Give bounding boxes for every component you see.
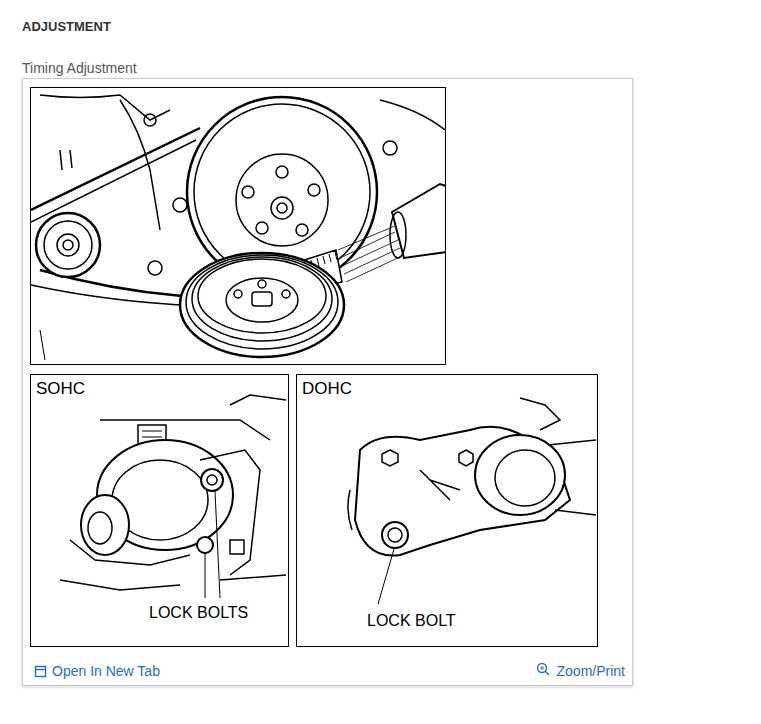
part-label: LOCK BOLTS [149,603,248,622]
panel-frame [31,88,446,365]
cam-housing-illustration [348,398,596,604]
section-heading: ADJUSTMENT [22,19,111,35]
dohc-panel: DOHC LOCK BOLT [296,374,598,647]
link-text: Open In New Tab [52,663,160,680]
pulley-illustration [31,95,445,360]
panel-heading: DOHC [302,379,352,399]
sohc-panel: SOHC LOCK BOLTS [30,374,289,647]
figure-frame: Open In New Tab Zoom/Print SOHC LOCK BOLTS D… [22,78,633,686]
panel-heading: SOHC [36,379,85,399]
distributor-illustration [60,395,286,598]
part-label: LOCK BOLT [367,611,456,630]
figure-subheading: Timing Adjustment [22,60,137,77]
link-text: Zoom/Print [557,663,625,680]
